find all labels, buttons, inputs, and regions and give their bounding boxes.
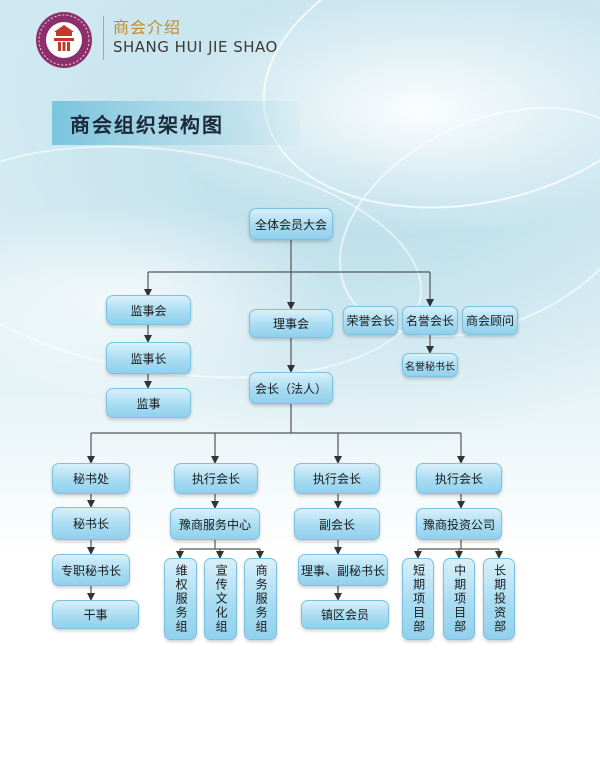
- node-sub-department: 短期项目部: [402, 558, 434, 640]
- node-supervisory-board: 监事会: [106, 295, 191, 325]
- header-divider: [103, 16, 104, 60]
- node-sub-department: 中期项目部: [443, 558, 475, 640]
- node-council: 理事会: [249, 309, 333, 338]
- node-investment-company: 豫商投资公司: [416, 508, 502, 540]
- node-president: 会长（法人）: [249, 372, 333, 404]
- node-staff: 干事: [52, 600, 139, 629]
- chamber-logo: [36, 12, 92, 68]
- node-executive-president: 执行会长: [294, 463, 380, 494]
- node-general-assembly: 全体会员大会: [249, 208, 333, 240]
- node-secretariat: 秘书处: [52, 463, 130, 494]
- node-honorary-president: 荣誉会长: [343, 306, 398, 335]
- node-sub-group: 商务服务组: [244, 558, 277, 640]
- node-town-members: 镇区会员: [301, 600, 389, 629]
- node-honorary-secretary-general: 名誉秘书长: [402, 353, 458, 377]
- node-supervisor: 监事: [106, 388, 191, 418]
- node-vice-president: 副会长: [294, 508, 380, 540]
- node-sub-department: 长期投资部: [483, 558, 515, 640]
- node-executive-president: 执行会长: [416, 463, 502, 494]
- header-title-cn: 商会介绍: [113, 18, 182, 37]
- node-executive-president: 执行会长: [174, 463, 258, 494]
- page-title: 商会组织架构图: [70, 113, 224, 137]
- header-title-en: SHANG HUI JIE SHAO: [113, 38, 278, 56]
- node-chief-supervisor: 监事长: [106, 342, 191, 374]
- node-sub-group: 宣传文化组: [204, 558, 237, 640]
- node-director-deputy-secretary: 理事、副秘书长: [298, 554, 388, 586]
- node-advisor: 商会顾问: [462, 306, 518, 335]
- node-secretary-general: 秘书长: [52, 507, 130, 540]
- node-sub-group: 维权服务组: [164, 558, 197, 640]
- node-service-center: 豫商服务中心: [170, 508, 260, 540]
- node-named-president: 名誉会长: [402, 306, 458, 335]
- node-fulltime-secretary-general: 专职秘书长: [52, 554, 130, 586]
- title-bar: [52, 101, 300, 145]
